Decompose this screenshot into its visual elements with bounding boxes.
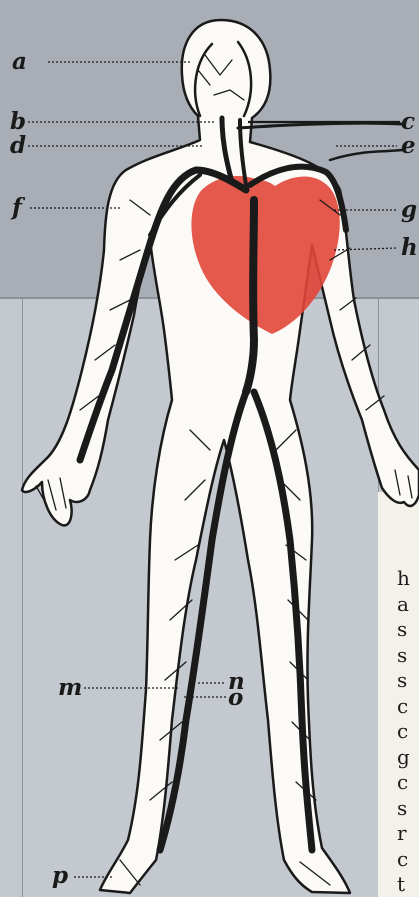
label-o: o: [228, 686, 243, 709]
label-a: a: [12, 50, 27, 73]
page-text-letter: c: [397, 849, 408, 869]
page-text-letter: c: [397, 721, 408, 741]
page-text-letter: s: [397, 670, 407, 690]
page-text-letter: t: [397, 874, 405, 894]
label-c: c: [401, 110, 415, 133]
label-g: g: [401, 198, 417, 221]
page-text-letter: a: [397, 594, 409, 614]
page-text-letter: s: [397, 798, 407, 818]
label-e: e: [401, 134, 416, 157]
label-m: m: [58, 676, 82, 699]
page-text-letter: h: [397, 568, 410, 588]
page-text-letter: r: [397, 823, 407, 843]
label-f: f: [12, 196, 22, 219]
page-text-letter: s: [397, 645, 407, 665]
page-text-letter: s: [397, 619, 407, 639]
label-p: p: [52, 864, 68, 887]
label-b: b: [10, 110, 26, 133]
page-text-letter: c: [397, 772, 408, 792]
label-h: h: [401, 236, 418, 259]
page-text-letter: g: [397, 747, 410, 767]
label-d: d: [10, 134, 26, 157]
page-text-letter: c: [397, 696, 408, 716]
